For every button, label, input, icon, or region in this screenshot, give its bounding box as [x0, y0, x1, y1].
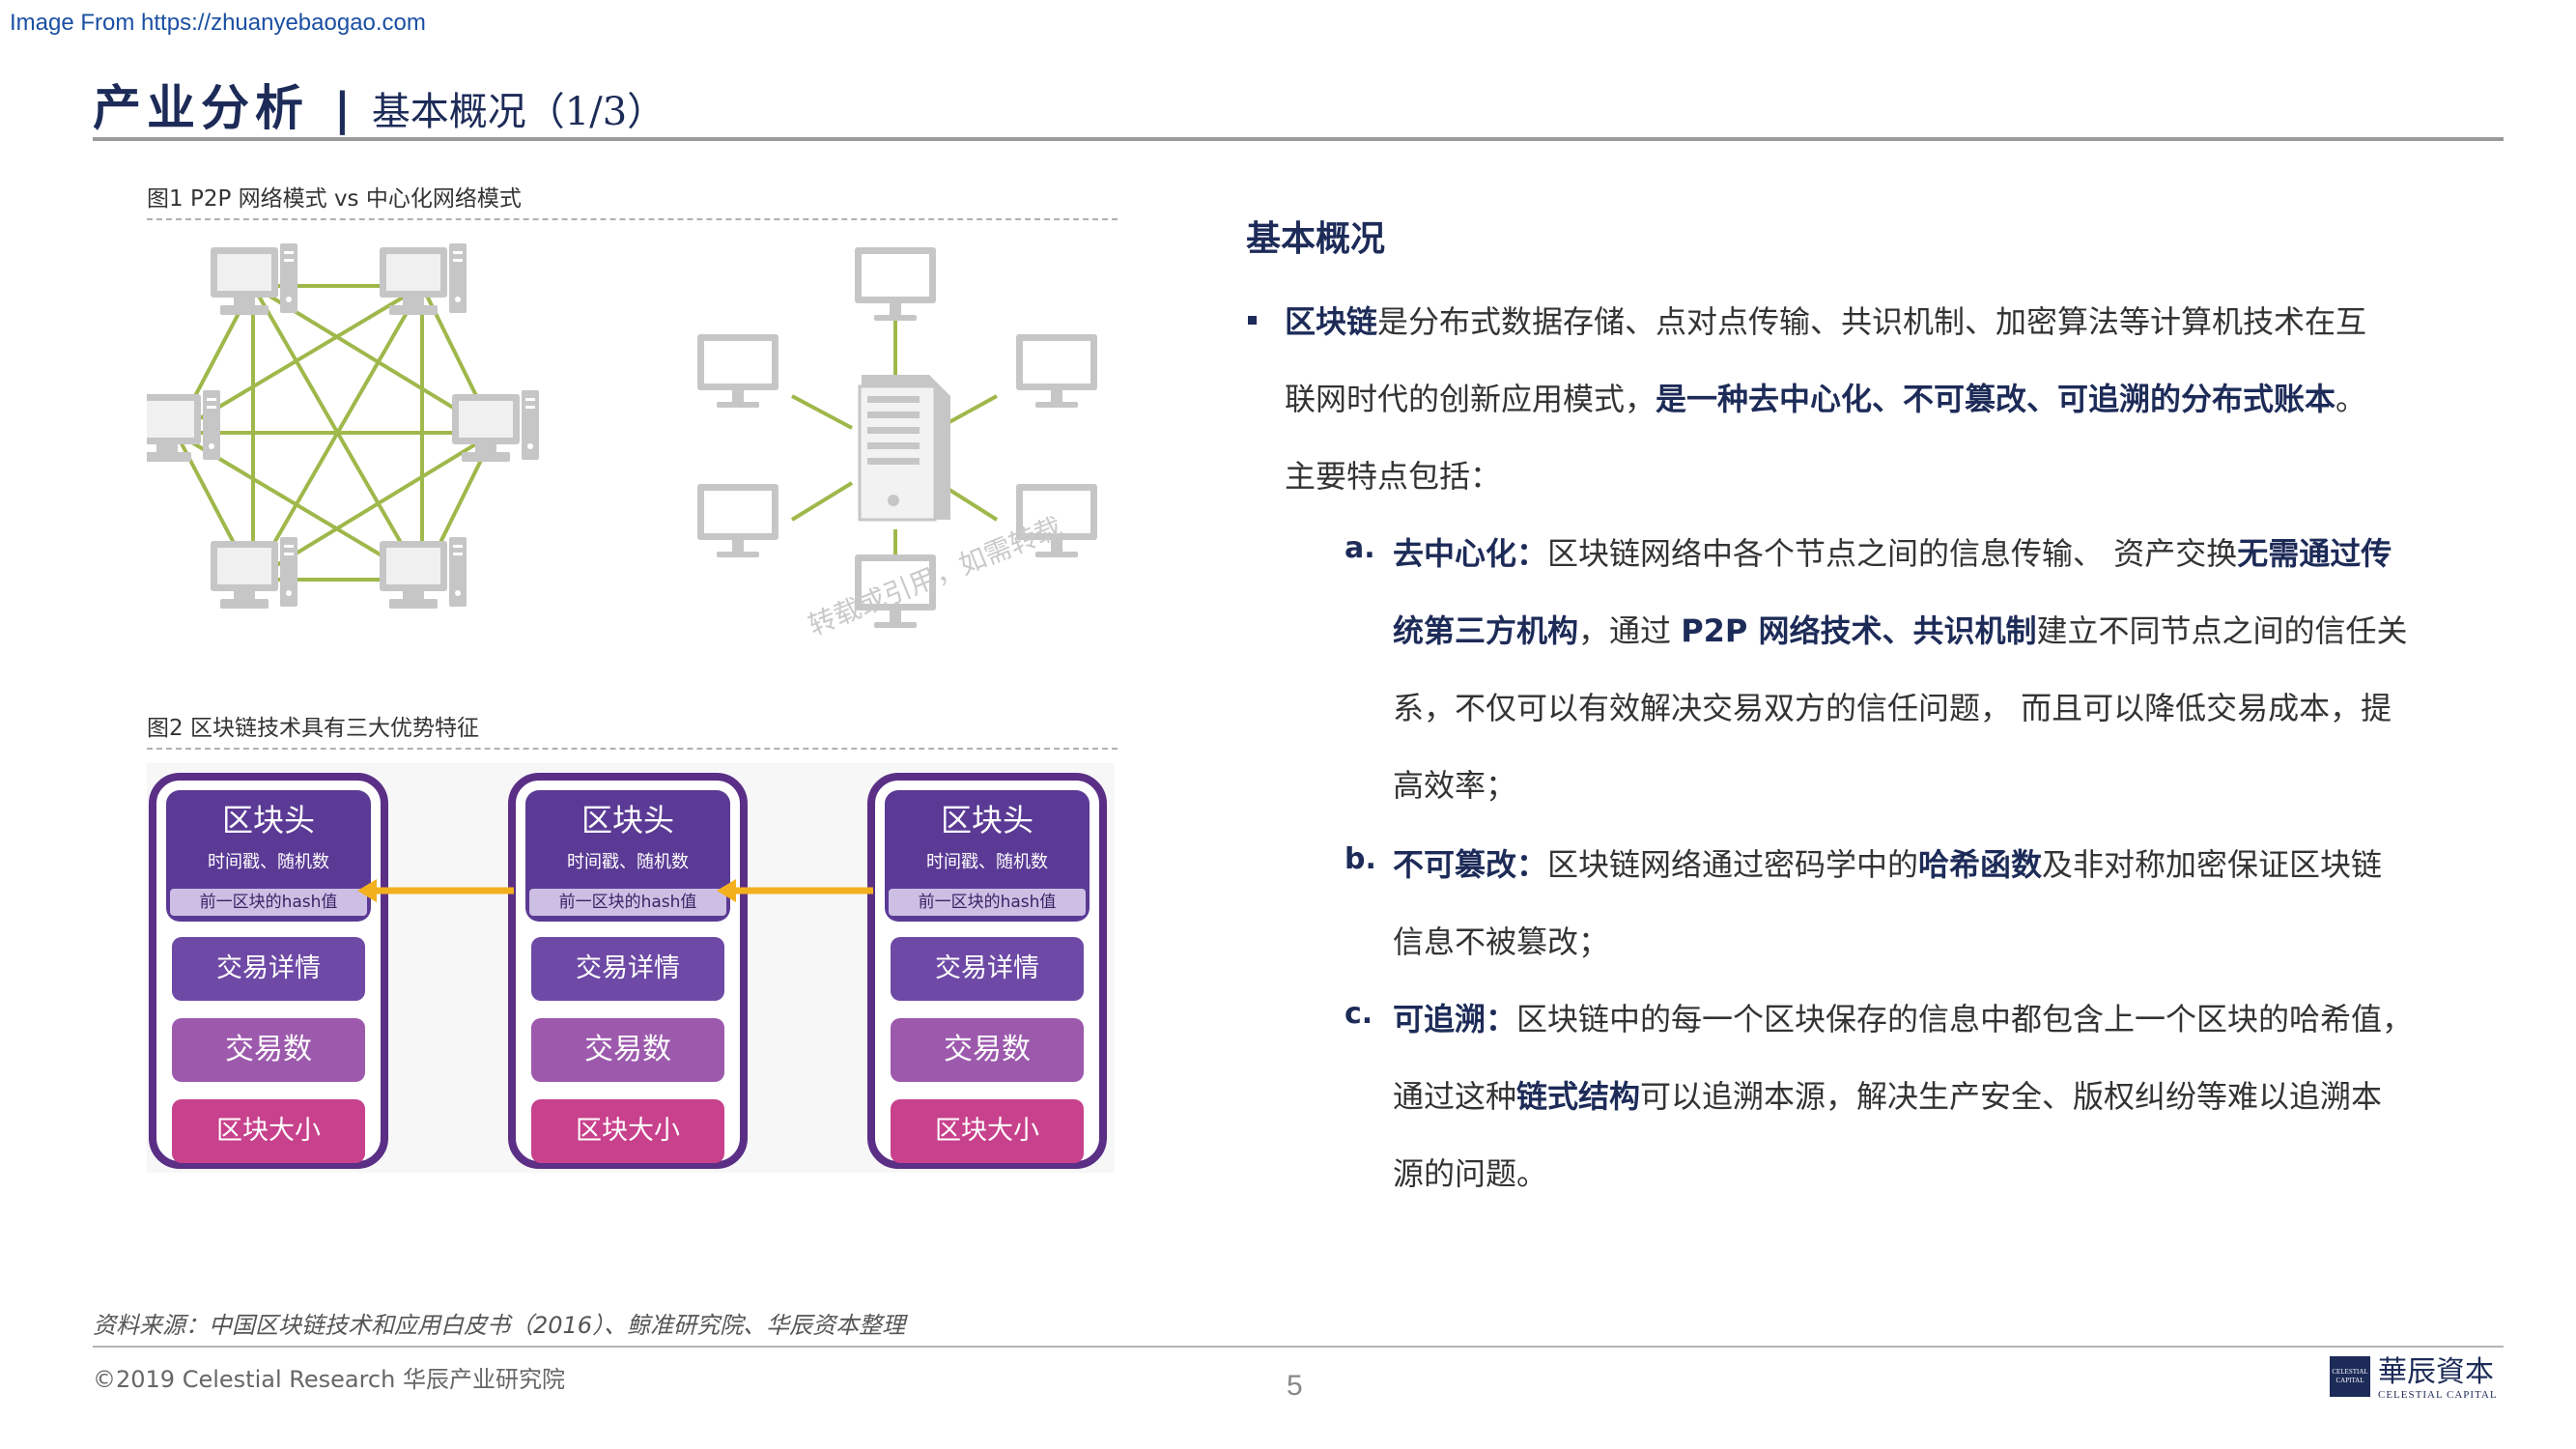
intro-line-1: 区块链是分布式数据存储、点对点传输、共识机制、加密算法等计算机技术在互: [1285, 303, 2367, 340]
computer-icon: [1016, 334, 1097, 408]
p2p-links: [174, 284, 496, 582]
intro-line-3: 主要特点包括：: [1285, 458, 1502, 495]
copyright: ©2019 Celestial Research 华辰产业研究院: [93, 1366, 565, 1393]
item-b-line-2: 信息不被篡改；: [1393, 923, 1610, 960]
prev-hash-field: 前一区块的hash值: [889, 889, 1086, 916]
block-header: 区块头 时间戳、随机数 前一区块的hash值: [166, 790, 371, 922]
item-b-line-1: 不可篡改：区块链网络通过密码学中的哈希函数及非对称加密保证区块链: [1393, 846, 2383, 883]
item-c-line-3: 源的问题。: [1393, 1155, 1548, 1192]
block-tx-count: 交易数: [531, 1018, 724, 1082]
watermark: 转载或引用，如需转载: [804, 511, 1066, 641]
prev-hash-field: 前一区块的hash值: [170, 889, 367, 916]
figure2-caption: 图2 区块链技术具有三大优势特征: [147, 716, 479, 741]
server-icon: [858, 375, 950, 522]
blockchain-diagram: 区块头 时间戳、随机数 前一区块的hash值 交易详情 交易数 区块大小 区块头…: [147, 763, 1115, 1173]
title-separator: |: [334, 83, 351, 135]
item-marker-c: c.: [1345, 997, 1373, 1031]
figure2-divider: [147, 748, 1118, 750]
chain-arrow-icon: [357, 879, 377, 902]
chain-arrow-icon: [717, 879, 736, 902]
page-title-main: 产业分析: [93, 80, 309, 136]
page-number: 5: [1287, 1370, 1303, 1402]
footer-divider: [93, 1346, 2504, 1348]
computer-icon: [855, 247, 936, 321]
title-divider: [93, 137, 2504, 141]
figure1-divider: [147, 218, 1118, 220]
source-note: 资料来源：中国区块链技术和应用白皮书（2016）、鲸准研究院、华辰资本整理: [93, 1312, 906, 1339]
block-header: 区块头 时间戳、随机数 前一区块的hash值: [885, 790, 1090, 922]
network-diagram: 转载或引用，如需转载: [147, 243, 1097, 641]
block-tx-count: 交易数: [172, 1018, 365, 1082]
item-marker-a: a.: [1345, 531, 1375, 565]
computer-icon: [697, 334, 778, 408]
block-header-fields: 时间戳、随机数: [926, 852, 1048, 872]
block-header-fields: 时间戳、随机数: [567, 852, 689, 872]
block-size: 区块大小: [172, 1099, 365, 1163]
bullet-icon: [1248, 316, 1257, 325]
page-subtitle: 基本概况（1/3）: [371, 90, 666, 134]
block-size: 区块大小: [891, 1099, 1084, 1163]
source-banner[interactable]: Image From https://zhuanyebaogao.com: [10, 10, 426, 36]
block-tx-details: 交易详情: [531, 937, 724, 1001]
computer-icon: [380, 537, 467, 609]
block-tx-count: 交易数: [891, 1018, 1084, 1082]
intro-line-2: 联网时代的创新应用模式，是一种去中心化、不可篡改、可追溯的分布式账本。: [1285, 381, 2367, 417]
section-title: 基本概况: [1246, 219, 1386, 259]
logo-mark: CELESTIAL CAPITAL: [2330, 1356, 2370, 1397]
computer-icon: [697, 484, 778, 557]
block-header-title: 区块头: [580, 802, 674, 838]
logo-name-en: CELESTIAL CAPITAL: [2378, 1389, 2498, 1401]
figure1-caption: 图1 P2P 网络模式 vs 中心化网络模式: [147, 186, 522, 212]
computer-icon: [211, 243, 297, 315]
block-header-fields: 时间戳、随机数: [208, 852, 329, 872]
page-title: 产业分析 | 基本概况（1/3）: [93, 70, 665, 139]
item-a-line-1: 去中心化：区块链网络中各个节点之间的信息传输、 资产交换无需通过传: [1393, 535, 2392, 572]
logo-name-cn: 華辰資本: [2378, 1355, 2494, 1389]
item-a-line-4: 高效率；: [1393, 767, 1517, 804]
central-links: [790, 317, 999, 563]
block-card: 区块头 时间戳、随机数 前一区块的hash值 交易详情 交易数 区块大小: [508, 773, 748, 1169]
block-tx-details: 交易详情: [172, 937, 365, 1001]
chain-arrows: [357, 879, 873, 902]
item-c-line-2: 通过这种链式结构可以追溯本源，解决生产安全、版权纠纷等难以追溯本: [1393, 1078, 2383, 1115]
block-card: 区块头 时间戳、随机数 前一区块的hash值 交易详情 交易数 区块大小: [149, 773, 388, 1169]
company-logo: CELESTIAL CAPITAL 華辰資本 CELESTIAL CAPITAL: [2330, 1356, 2498, 1401]
item-a-line-3: 系，不仅可以有效解决交易双方的信任问题， 而且可以降低交易成本，提: [1393, 690, 2392, 726]
prev-hash-field: 前一区块的hash值: [529, 889, 726, 916]
item-marker-b: b.: [1345, 842, 1376, 876]
block-size: 区块大小: [531, 1099, 724, 1163]
block-tx-details: 交易详情: [891, 937, 1084, 1001]
block-header-title: 区块头: [940, 802, 1033, 838]
item-c-line-1: 可追溯：区块链中的每一个区块保存的信息中都包含上一个区块的哈希值，: [1393, 1001, 2414, 1037]
item-a-line-2: 统第三方机构，通过 P2P 网络技术、共识机制建立不同节点之间的信任关: [1393, 612, 2408, 649]
computer-icon: [211, 537, 297, 609]
block-card: 区块头 时间戳、随机数 前一区块的hash值 交易详情 交易数 区块大小: [867, 773, 1107, 1169]
block-header: 区块头 时间戳、随机数 前一区块的hash值: [525, 790, 730, 922]
block-header-title: 区块头: [221, 802, 315, 838]
